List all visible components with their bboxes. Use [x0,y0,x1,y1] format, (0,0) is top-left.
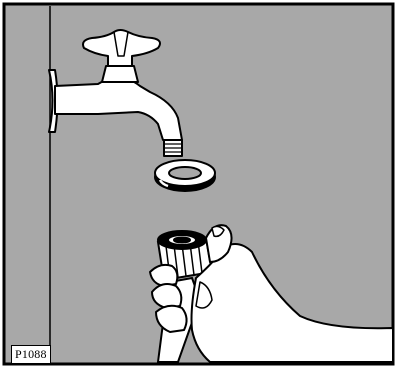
figure-code-label: P1088 [11,345,51,364]
sealing-washer-icon [155,160,215,191]
